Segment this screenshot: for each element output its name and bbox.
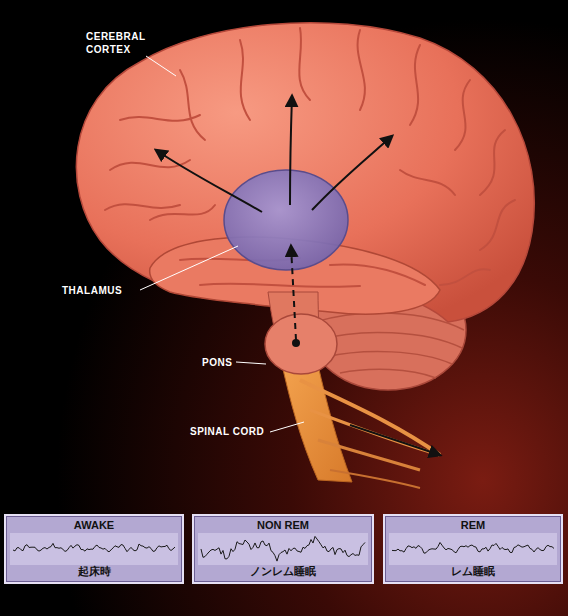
activation-arrows — [156, 96, 392, 347]
pons-shape — [265, 314, 337, 374]
state-caption: ノンレム睡眠 — [194, 564, 372, 579]
state-caption: レム睡眠 — [385, 564, 561, 579]
eeg-wave — [201, 536, 365, 561]
trace-window — [389, 533, 557, 565]
part-label: PONS — [202, 356, 242, 369]
state-caption: 起床時 — [6, 564, 182, 579]
part-label: THALAMUS — [62, 284, 142, 297]
eeg-panel: AWAKE 起床時 — [4, 514, 184, 584]
leader-lines — [140, 56, 304, 432]
cerebral-cortex — [76, 23, 534, 322]
eeg-wave — [13, 543, 175, 551]
trace-window — [198, 533, 368, 565]
state-heading: AWAKE — [6, 519, 182, 531]
brainstem — [265, 292, 337, 374]
state-heading: REM — [385, 519, 561, 531]
part-label: CEREBRAL CORTEX — [86, 30, 156, 56]
part-label: SPINAL CORD — [190, 425, 280, 438]
trace-window — [10, 533, 178, 565]
thalamus-shape — [224, 170, 348, 270]
state-heading: NON REM — [194, 519, 372, 531]
eeg-wave — [392, 542, 554, 553]
eeg-panel: NON REM ノンレム睡眠 — [192, 514, 374, 584]
eeg-panel: REM レム睡眠 — [383, 514, 563, 584]
